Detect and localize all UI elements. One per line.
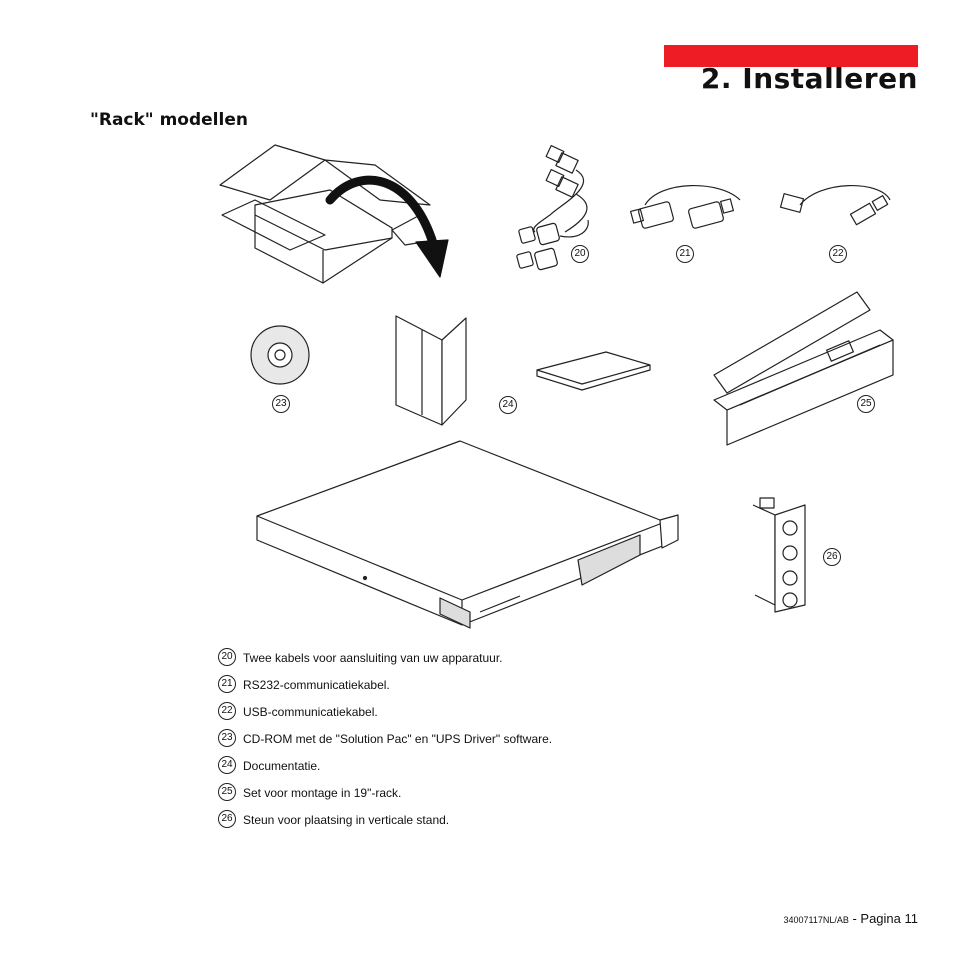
callout-25: 25 [857,395,875,413]
callout-24: 24 [499,396,517,414]
open-box-icon [219,144,449,284]
manual-booklet-icon [536,351,651,391]
legend-number: 23 [218,729,236,747]
page-footer: 34007117NL/AB - Pagina 11 [783,911,918,926]
vertical-stand-bracket-icon [752,497,806,613]
callout-21: 21 [676,245,694,263]
legend-text: CD-ROM met de "Solution Pac" en "UPS Dri… [243,732,553,746]
documentation-folder-icon [395,315,467,426]
legend-text: RS232-communicatiekabel. [243,678,390,692]
legend-text: Twee kabels voor aansluiting van uw appa… [243,651,503,665]
chapter-title: 2. Installeren [700,62,918,95]
header-accent-bar [664,45,918,67]
power-cables-icon [516,145,589,271]
legend-text: Documentatie. [243,759,321,773]
rs232-cable-icon [630,184,741,229]
cd-rom-icon [250,325,310,385]
legend-text: USB-communicatiekabel. [243,705,378,719]
legend-number: 26 [218,810,236,828]
rack-ups-unit-icon [256,440,679,629]
section-title: "Rack" modellen [90,110,248,130]
callout-23: 23 [272,395,290,413]
legend-number: 21 [218,675,236,693]
document-code: 34007117NL/AB [783,915,849,925]
footer-separator: - [848,911,861,926]
usb-cable-icon [779,184,891,226]
callout-22: 22 [829,245,847,263]
callout-26: 26 [823,548,841,566]
legend-text: Set voor montage in 19"-rack. [243,786,402,800]
legend-number: 20 [218,648,236,666]
page-number: Pagina 11 [860,911,918,926]
legend-number: 24 [218,756,236,774]
callout-20: 20 [571,245,589,263]
legend-text: Steun voor plaatsing in verticale stand. [243,813,450,827]
rack-mount-kit-icon [713,291,894,446]
legend-number: 25 [218,783,236,801]
legend-number: 22 [218,702,236,720]
